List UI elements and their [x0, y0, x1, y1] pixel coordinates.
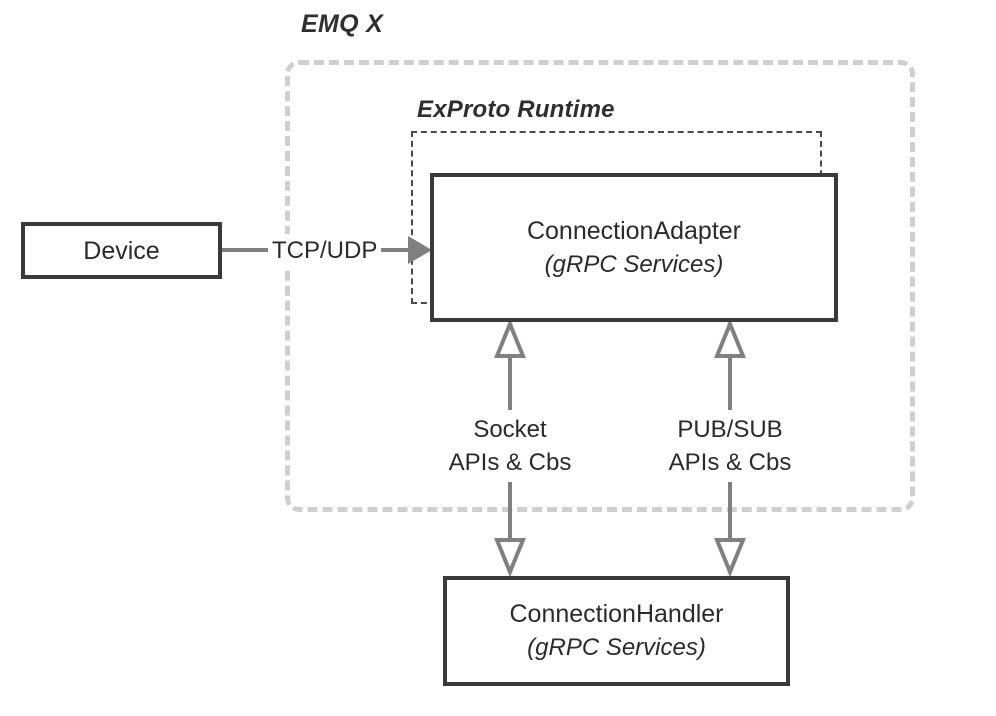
edge-label-tcp-udp: TCP/UDP — [268, 234, 382, 267]
node-connection-adapter-title: ConnectionAdapter — [526, 216, 742, 245]
edge-label-pubsub-apis-line1: PUB/SUB — [677, 416, 783, 443]
arrowhead-open-up — [714, 318, 746, 358]
arrowhead-open-up — [494, 318, 526, 358]
node-connection-adapter[interactable]: ConnectionAdapter (gRPC Services) — [430, 173, 838, 322]
node-connection-handler-subtitle: (gRPC Services) — [527, 634, 706, 661]
arrowhead-filled-right — [408, 236, 432, 264]
arrowhead-open-down — [494, 538, 526, 578]
node-connection-handler-title: ConnectionHandler — [509, 600, 724, 628]
arrowhead-open-down — [714, 538, 746, 578]
node-connection-handler[interactable]: ConnectionHandler (gRPC Services) — [443, 576, 790, 686]
edge-label-socket-apis-line2: APIs & Cbs — [448, 449, 572, 476]
node-device[interactable]: Device — [21, 222, 222, 279]
group-boundary-emqx — [285, 60, 915, 512]
group-label-exproto: ExProto Runtime — [417, 96, 615, 123]
edge-label-pubsub-apis: PUB/SUB APIs & Cbs — [661, 410, 799, 482]
edge-label-socket-apis-line1: Socket — [473, 416, 547, 443]
edge-label-socket-apis: Socket APIs & Cbs — [445, 410, 575, 482]
edge-pubsub-apis — [714, 318, 746, 578]
edge-label-pubsub-apis-line2: APIs & Cbs — [668, 449, 792, 476]
node-device-title: Device — [83, 236, 160, 265]
node-connection-adapter-subtitle: (gRPC Services) — [544, 250, 724, 278]
group-label-emqx: EMQ X — [301, 10, 384, 38]
